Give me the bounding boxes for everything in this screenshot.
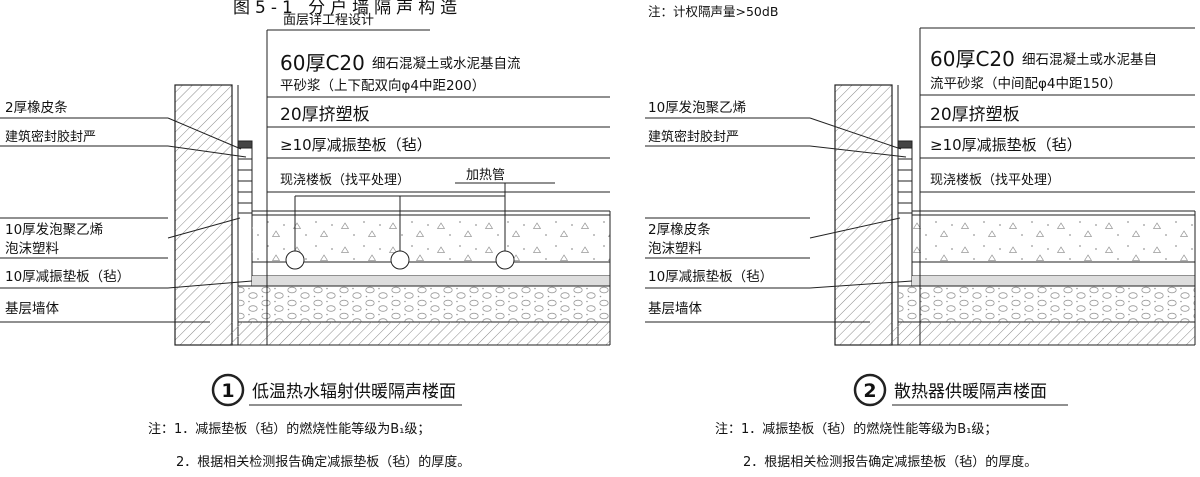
label-screed-big: 60厚C20 (930, 47, 1015, 71)
cast-slab-layer (898, 286, 1195, 322)
wall-section-hatch (834, 84, 893, 346)
label-heating-pipe: 加热管 (466, 168, 505, 183)
label-screed-big: 60厚C20 (280, 51, 365, 75)
label-rubber: 2厚橡皮条 (648, 221, 711, 238)
detail2-geometry (645, 27, 1196, 407)
label-finish: 面层详工程设计 (283, 13, 374, 28)
label-mat: 10厚减振垫板（毡） (648, 269, 773, 285)
cast-slab-layer (238, 286, 610, 322)
detail-note-1: 注：1．减振垫板（毡）的燃烧性能等级为B₁级； (715, 421, 997, 437)
label-damping: ≥10厚减振垫板（毡） (930, 136, 1082, 154)
sealant-bead (897, 140, 913, 149)
damping-mat-layer (912, 276, 1195, 286)
detail-number: 1 (221, 380, 234, 402)
label-pe: 10厚发泡聚乙烯 (648, 100, 746, 116)
detail-caption: 散热器供暖隔声楼面 (894, 382, 1047, 402)
detail-note-2: 2．根据相关检测报告确定减振垫板（毡）的厚度。 (743, 454, 1037, 470)
damping-mat-layer (252, 276, 610, 286)
label-pe-line1: 10厚发泡聚乙烯 (5, 222, 103, 238)
edge-insulation-strip (897, 147, 913, 287)
wall-section-hatch (174, 84, 233, 346)
heating-screed-layer (252, 215, 610, 262)
label-mat: 10厚减振垫板（毡） (5, 269, 130, 285)
detail-2-drawing: 60厚C20 细石混凝土或水泥基自 流平砂浆（中间配φ4中距150） 20厚挤塑… (645, 27, 1196, 470)
label-foam: 泡沫塑料 (648, 241, 702, 257)
heating-pipe (390, 250, 410, 270)
label-screed-rest: 细石混凝土或水泥基自 (1022, 51, 1157, 68)
label-rubber: 2厚橡皮条 (5, 99, 68, 116)
label-screed-rest: 细石混凝土或水泥基自流 (372, 55, 521, 72)
detail1-geometry (0, 29, 611, 407)
soffit-hatch-band (892, 322, 1195, 345)
screed-layer (912, 215, 1195, 262)
label-sealant: 建筑密封胶封严 (648, 129, 739, 145)
heating-pipe (285, 250, 305, 270)
label-pe-line2: 泡沫塑料 (5, 241, 59, 257)
label-screed-line2: 流平砂浆（中间配φ4中距150） (930, 76, 1122, 92)
label-xps: 20厚挤塑板 (280, 105, 370, 125)
figure-title: 图5-1 分户墙隔声构造 (233, 0, 463, 18)
detail-number: 2 (863, 380, 876, 402)
label-wall: 基层墙体 (648, 300, 702, 317)
label-sealant: 建筑密封胶封严 (5, 129, 96, 145)
detail-note-1: 注：1．减振垫板（毡）的燃烧性能等级为B₁级； (148, 421, 430, 437)
detail-number-circle (853, 373, 887, 407)
soffit-hatch-band (232, 322, 610, 345)
label-wall: 基层墙体 (5, 300, 59, 317)
detail-1-drawing: 面层详工程设计 60厚C20 细石混凝土或水泥基自流 平砂浆（上下配双向φ4中距… (0, 13, 611, 470)
detail-note-2: 2．根据相关检测报告确定减振垫板（毡）的厚度。 (176, 454, 470, 470)
label-screed-line2: 平砂浆（上下配双向φ4中距200） (280, 78, 485, 94)
label-slab: 现浇楼板（找平处理） (280, 173, 410, 188)
sealant-bead (237, 140, 253, 149)
label-damping: ≥10厚减振垫板（毡） (280, 136, 432, 154)
label-xps: 20厚挤塑板 (930, 105, 1020, 125)
heating-pipe (495, 250, 515, 270)
label-slab: 现浇楼板（找平处理） (930, 173, 1060, 188)
edge-insulation-strip (237, 147, 253, 287)
detail-caption: 低温热水辐射供暖隔声楼面 (252, 382, 456, 402)
sound-insulation-note: 注：计权隔声量>50dB (648, 4, 779, 19)
detail-number-circle (211, 373, 245, 407)
